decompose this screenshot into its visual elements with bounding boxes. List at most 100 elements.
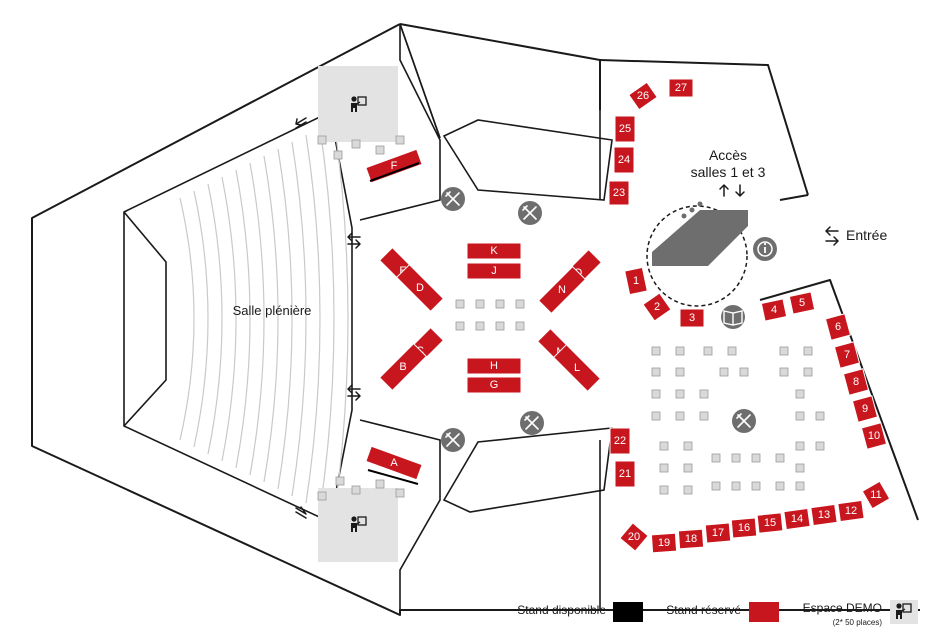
stand-label: 5 — [799, 297, 805, 309]
entree-label: Entrée — [846, 227, 887, 243]
seat-row — [207, 183, 223, 455]
table — [659, 485, 669, 495]
stand-27[interactable]: 27 — [668, 78, 694, 98]
seating-rows — [179, 120, 349, 518]
stand-label: J — [491, 265, 497, 277]
demo-zone-bottom — [318, 488, 398, 562]
stand-label: 3 — [689, 312, 695, 324]
stand-label: 11 — [870, 489, 881, 501]
stand-label: 2 — [654, 301, 660, 313]
escalator-area: Accès salles 1 et 3 — [646, 147, 766, 307]
stand-25[interactable]: 25 — [614, 115, 636, 143]
stand-23[interactable]: 23 — [608, 180, 630, 206]
demo-zone-top — [318, 66, 398, 142]
stand-label: 22 — [614, 435, 626, 447]
stand-label: 21 — [619, 468, 631, 480]
stand-4[interactable]: 4 — [760, 298, 788, 322]
table — [719, 367, 729, 377]
stand-label: 27 — [675, 82, 687, 94]
seat-row — [249, 162, 265, 476]
table — [779, 367, 789, 377]
stand-16[interactable]: 16 — [730, 517, 758, 539]
stand-g[interactable]: G — [466, 376, 522, 394]
table — [775, 453, 785, 463]
presenter-icon — [896, 603, 912, 619]
table-squares — [317, 135, 825, 501]
two-way-arrow-icon — [295, 506, 307, 519]
stand-15[interactable]: 15 — [756, 512, 784, 534]
stand-24[interactable]: 24 — [613, 146, 635, 174]
table — [683, 441, 693, 451]
table — [675, 389, 685, 399]
stand-label: 13 — [818, 509, 830, 521]
stand-a[interactable]: A — [365, 445, 423, 481]
stand-12[interactable]: 12 — [837, 499, 865, 523]
stand-h[interactable]: H — [466, 357, 522, 375]
stand-8[interactable]: 8 — [842, 368, 870, 396]
stand-26[interactable]: 26 — [628, 81, 658, 111]
stand-2[interactable]: 2 — [642, 292, 672, 322]
two-way-arrow-icon — [295, 117, 307, 129]
table — [455, 321, 465, 331]
stand-19[interactable]: 19 — [650, 532, 678, 554]
stand-label: 7 — [844, 349, 850, 361]
table — [651, 346, 661, 356]
table — [795, 463, 805, 473]
seat-row — [193, 190, 209, 448]
stand-j[interactable]: J — [466, 262, 522, 280]
stand-label: 15 — [764, 517, 776, 529]
table — [351, 485, 361, 495]
fork-knife-icon — [732, 409, 756, 433]
stand-13[interactable]: 13 — [810, 503, 838, 527]
stand-k[interactable]: K — [466, 242, 522, 260]
escalator-icon — [652, 201, 748, 266]
stand-l[interactable]: L — [552, 343, 602, 393]
table — [675, 367, 685, 377]
stand-b[interactable]: B — [378, 342, 428, 392]
fork-knife-icon — [441, 187, 465, 211]
stand-9[interactable]: 9 — [851, 395, 879, 423]
two-way-arrow-icon — [347, 232, 361, 249]
stand-label: N — [558, 284, 566, 296]
stand-18[interactable]: 18 — [677, 528, 705, 550]
legend-disponible-label: Stand disponible — [517, 603, 606, 617]
stand-label: 16 — [738, 522, 750, 534]
stand-label: 18 — [685, 533, 697, 545]
two-way-arrow-icon — [825, 226, 839, 246]
table — [779, 346, 789, 356]
stand-6[interactable]: 6 — [824, 313, 852, 341]
stand-17[interactable]: 17 — [704, 522, 732, 544]
stand-1[interactable]: 1 — [624, 266, 648, 296]
table — [335, 476, 345, 486]
table — [351, 139, 361, 149]
stand-label: 14 — [791, 513, 803, 525]
stand-10[interactable]: 10 — [860, 422, 888, 450]
presenter-icon — [351, 516, 367, 532]
table — [395, 488, 405, 498]
table — [515, 299, 525, 309]
stand-5[interactable]: 5 — [788, 291, 816, 315]
stand-3[interactable]: 3 — [679, 308, 705, 328]
stand-7[interactable]: 7 — [833, 341, 861, 369]
stand-n[interactable]: N — [537, 265, 587, 315]
stand-21[interactable]: 21 — [614, 460, 636, 488]
two-way-arrow-icon — [347, 384, 361, 401]
stand-20[interactable]: 20 — [619, 522, 649, 552]
stand-label: 6 — [835, 321, 841, 333]
stand-11[interactable]: 11 — [861, 480, 891, 510]
stand-label: L — [574, 362, 580, 374]
stand-label: 23 — [613, 187, 625, 199]
stand-f[interactable]: F — [365, 148, 423, 184]
stand-22[interactable]: 22 — [609, 427, 631, 455]
table — [731, 481, 741, 491]
table — [803, 346, 813, 356]
stand-label: 26 — [637, 90, 649, 102]
table — [475, 321, 485, 331]
table — [317, 491, 327, 501]
info-icon — [753, 237, 777, 261]
stand-14[interactable]: 14 — [783, 507, 811, 531]
stand-label: 12 — [845, 505, 857, 517]
stand-label: G — [490, 379, 499, 391]
table — [815, 441, 825, 451]
stand-d[interactable]: D — [395, 263, 445, 313]
